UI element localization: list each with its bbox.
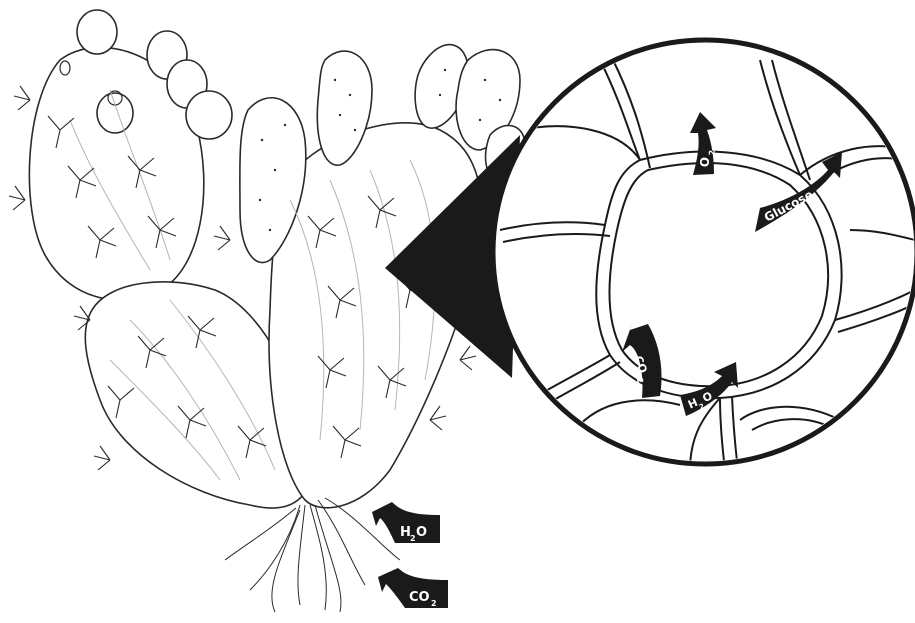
co2-subscript-roots: 2 [431,599,437,608]
co2-arrow-roots: CO 2 [378,568,448,608]
o2-label: O [697,156,712,167]
fruit [186,91,232,139]
h2o-subscript-roots: 2 [410,534,416,543]
h2o-arrow-roots: H 2 O [372,502,440,543]
h2o-tail-roots: O [416,525,427,540]
fruit [97,93,133,133]
o2-subscript: 2 [707,150,716,156]
co2-label-roots: CO [409,590,430,605]
fruit [77,10,117,54]
